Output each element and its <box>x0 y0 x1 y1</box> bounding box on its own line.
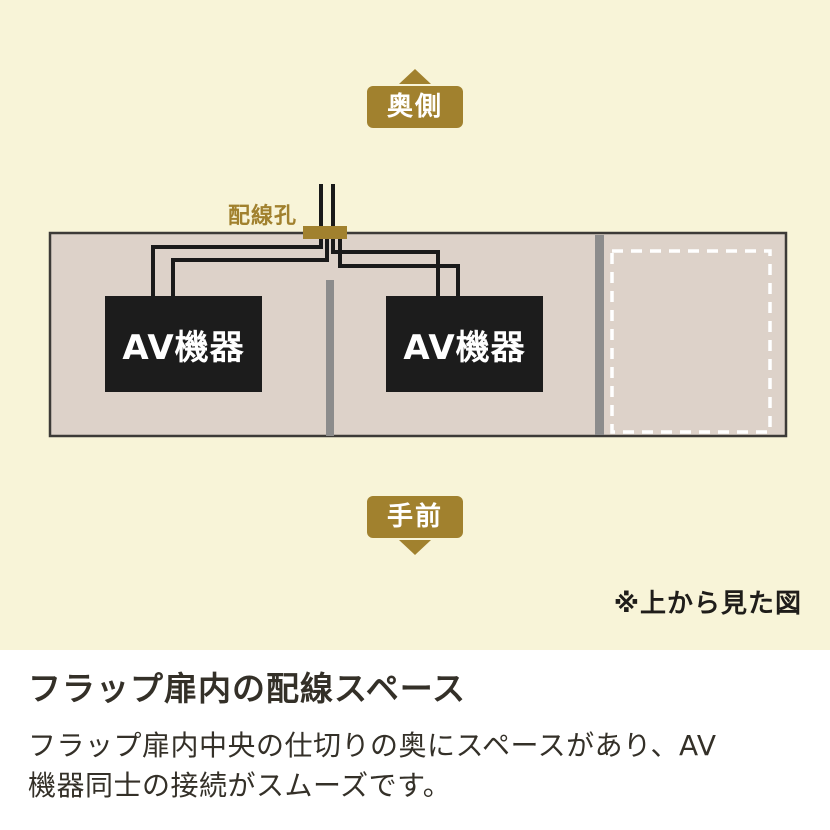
caption-area: フラップ扉内の配線スペース フラップ扉内中央の仕切りの奥にスペースがあり、AV機… <box>0 650 830 830</box>
wiring-hole-bar <box>303 226 347 239</box>
caption-body: フラップ扉内中央の仕切りの奥にスペースがあり、AV機器同士の接続がスムーズです。 <box>28 729 717 802</box>
reserved-space-dashed-area <box>610 249 772 434</box>
back-side-label: 奥側 <box>367 86 463 128</box>
caption-title: フラップ扉内の配線スペース <box>28 669 467 708</box>
top-view-note: ※上から見た図 <box>613 589 802 619</box>
cable-right-inner <box>338 232 460 298</box>
wiring-hole-label: 配線孔 <box>228 204 298 229</box>
av-device-box-right: AV機器 <box>386 296 543 392</box>
cable-right-outer <box>331 184 440 298</box>
arrow-up-icon <box>399 69 431 84</box>
diagram-area: 奥側 配線孔 AV機器 AV機器 手前 ※上から見た図 <box>0 0 830 650</box>
right-partition <box>595 235 604 435</box>
arrow-down-icon <box>399 540 431 555</box>
av-device-box-left: AV機器 <box>105 296 262 392</box>
center-partition <box>326 280 334 436</box>
cable-left-inner <box>171 232 329 298</box>
cable-left-outer <box>151 184 323 298</box>
front-side-label: 手前 <box>367 496 463 538</box>
